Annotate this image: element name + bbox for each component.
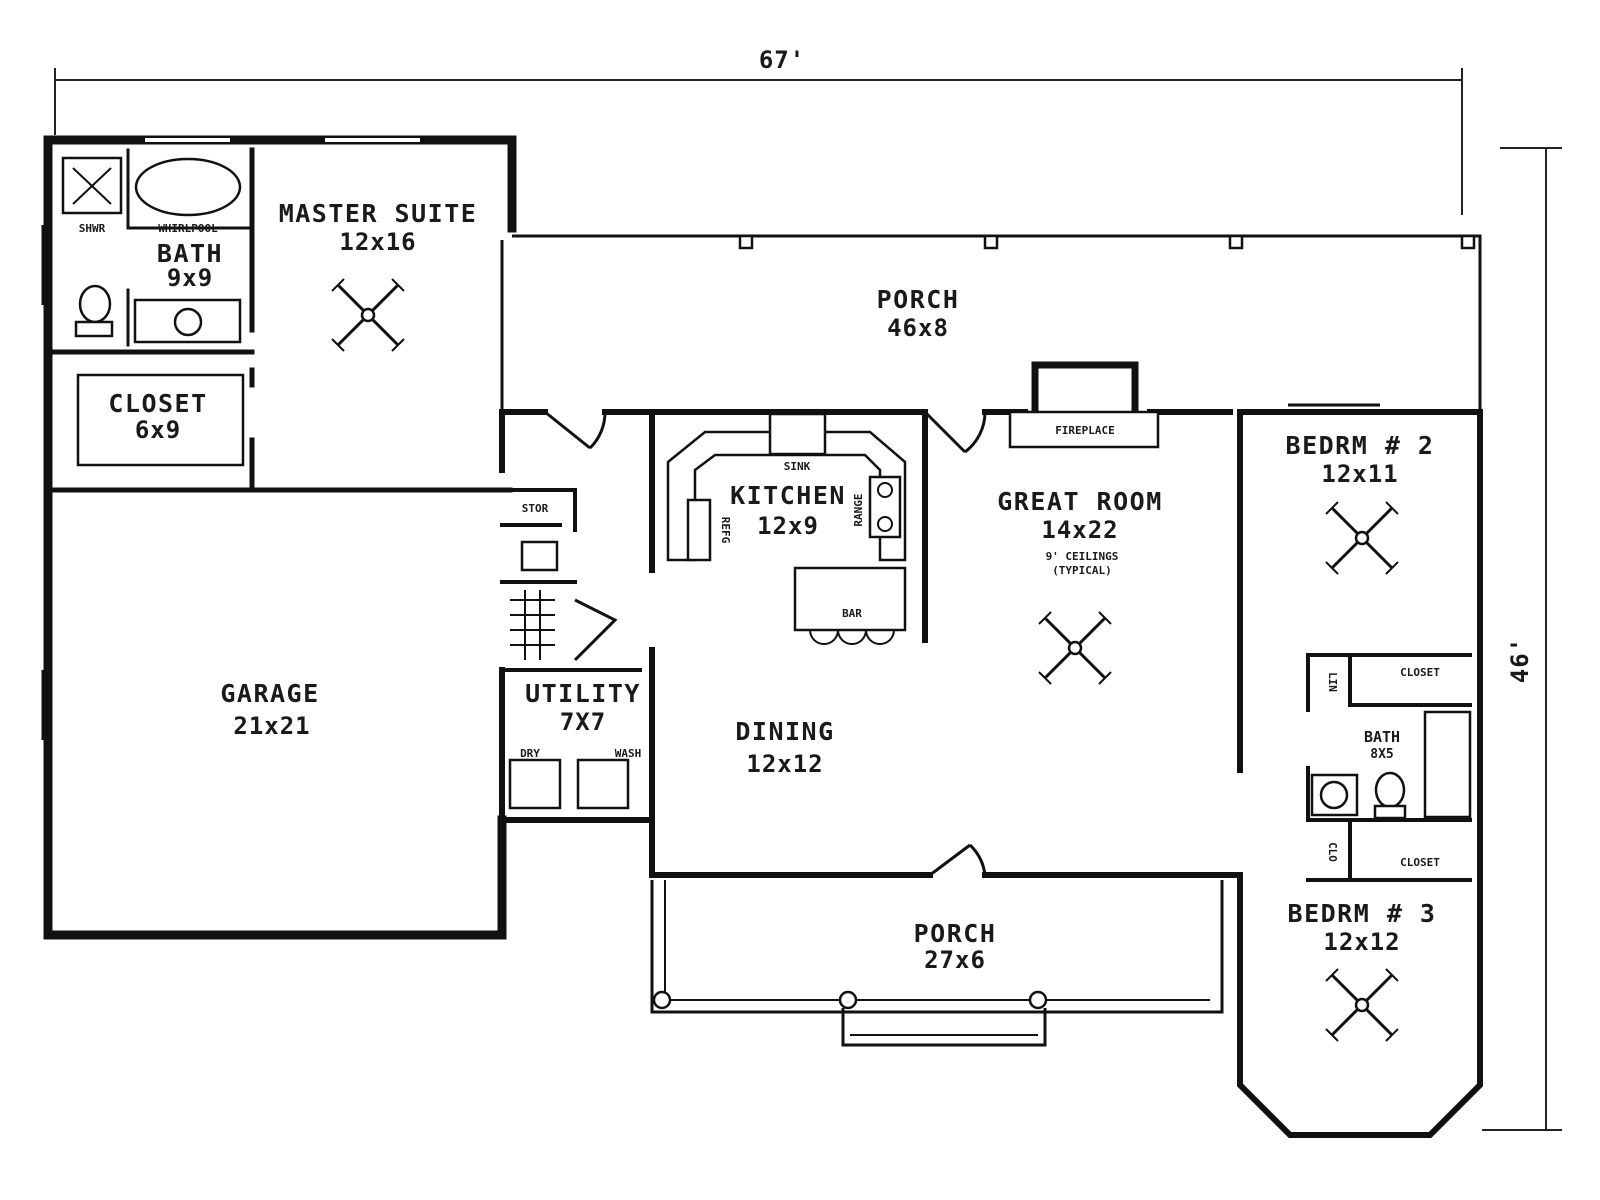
bedroom3-name: BEDRM # 3	[1288, 899, 1437, 928]
range-label: RANGE	[852, 493, 865, 526]
bath2-toilet	[1374, 771, 1406, 809]
rear-porch-name: PORCH	[877, 285, 960, 314]
depth-dimension: 46'	[1482, 147, 1562, 1131]
bath2-tub	[1423, 710, 1472, 819]
garage-size: 21x21	[233, 712, 310, 740]
sink-label: SINK	[784, 460, 811, 473]
width-dimension: 67'	[54, 46, 1463, 215]
kitchen-name: KITCHEN	[730, 481, 846, 510]
bath2-fixtures	[1310, 710, 1472, 820]
fireplace-label: FIREPLACE	[1055, 424, 1115, 437]
master-bath-size: 9x9	[167, 264, 213, 292]
bath2-name: BATH	[1364, 728, 1400, 746]
front-porch-name: PORCH	[914, 919, 997, 948]
bar-label: BAR	[842, 607, 862, 620]
utility-fixtures	[508, 540, 630, 810]
master-toilet	[78, 284, 112, 324]
refrigerator	[686, 498, 712, 562]
closet-small-label: CLO	[1326, 842, 1339, 862]
water-heater	[520, 540, 559, 572]
great-room-ceiling-note: 9' CEILINGS	[1046, 550, 1119, 563]
linen-label: LIN	[1326, 672, 1339, 692]
interior-walls	[52, 147, 1472, 882]
dining-name: DINING	[735, 717, 834, 746]
closet-shelf	[76, 373, 245, 467]
front-porch-size: 27x6	[924, 946, 986, 974]
washer	[576, 758, 630, 810]
master-closet-size: 6x9	[135, 416, 181, 444]
whirlpool-label: WHIRLPOOL	[158, 222, 218, 235]
master-bath-name: BATH	[157, 239, 223, 268]
kitchen-bar	[793, 566, 907, 632]
width-dimension-label: 67'	[759, 46, 805, 74]
kitchen-fixtures	[666, 412, 907, 645]
master-suite-size: 12x16	[339, 228, 416, 256]
bath2-size: 8X5	[1370, 747, 1393, 762]
kitchen-sink	[768, 412, 827, 456]
fireplace	[1008, 361, 1160, 449]
master-bath-fixtures	[61, 156, 245, 467]
utility-name: UTILITY	[525, 679, 641, 708]
windows	[41, 136, 1380, 937]
ceiling-fan-icon	[331, 278, 405, 352]
range	[868, 475, 902, 539]
shower-label: SHWR	[79, 222, 106, 235]
master-closet-name: CLOSET	[108, 389, 207, 418]
great-room-name: GREAT ROOM	[997, 487, 1163, 516]
storage-label: STOR	[522, 502, 549, 515]
dryer	[508, 758, 562, 810]
bedroom3-size: 12x12	[1323, 928, 1400, 956]
kitchen-size: 12x9	[757, 512, 819, 540]
washer-label: WASH	[615, 747, 642, 760]
front-porch-structure	[650, 880, 1224, 1047]
closet-bed2-label: CLOSET	[1400, 666, 1440, 679]
porch-posts	[738, 234, 1476, 250]
ceiling-fan-icon	[1325, 501, 1399, 575]
refrigerator-label: REFG	[719, 517, 732, 544]
garage-name: GARAGE	[220, 679, 319, 708]
ceiling-fan-icon	[1325, 968, 1399, 1042]
exterior-walls	[43, 135, 1483, 1138]
bedroom2-name: BEDRM # 2	[1286, 431, 1435, 460]
rear-porch-size: 46x8	[887, 314, 949, 342]
great-room-ceiling-note-2: (TYPICAL)	[1052, 564, 1112, 577]
whirlpool-tub	[134, 157, 242, 217]
closet-bed3-label: CLOSET	[1400, 856, 1440, 869]
dryer-label: DRY	[520, 747, 540, 760]
doors	[544, 410, 987, 877]
dining-size: 12x12	[746, 750, 823, 778]
bedroom2-size: 12x11	[1321, 460, 1398, 488]
master-suite-name: MASTER SUITE	[279, 199, 478, 228]
ceiling-fan-icon	[1038, 611, 1112, 685]
great-room-size: 14x22	[1041, 516, 1118, 544]
depth-dimension-label: 46'	[1506, 637, 1534, 683]
utility-size: 7X7	[560, 708, 606, 736]
